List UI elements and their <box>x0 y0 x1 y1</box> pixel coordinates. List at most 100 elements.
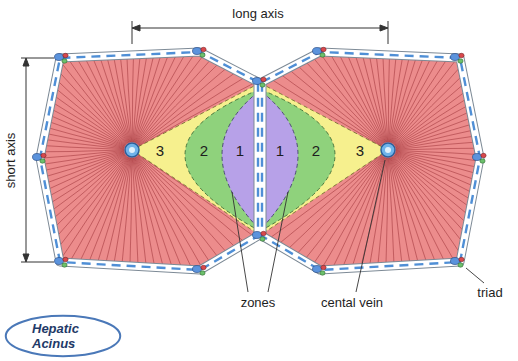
sinusoid-line <box>396 152 518 213</box>
sinusoid-line <box>388 158 396 361</box>
short-axis-dimension <box>21 58 54 262</box>
bile-duct <box>260 237 265 241</box>
bile-duct <box>40 159 45 163</box>
bile-duct <box>480 159 485 163</box>
sinusoid-line <box>395 154 518 258</box>
hepatic-artery <box>481 153 486 157</box>
sinusoid-line <box>395 56 518 146</box>
zone-2 <box>262 90 335 230</box>
sinusoid-line <box>61 0 130 142</box>
hepatic-artery <box>201 265 206 269</box>
zone-1 <box>262 92 298 228</box>
sinusoid-line <box>124 158 132 361</box>
hepatic-artery <box>321 265 326 269</box>
portal-triad <box>313 47 327 57</box>
sinusoid-line <box>396 148 518 150</box>
hepatic-artery <box>459 257 464 261</box>
sinusoid-line <box>389 158 412 361</box>
sinusoid-line <box>380 158 388 361</box>
leader-line <box>232 160 484 292</box>
bile-duct <box>200 53 205 57</box>
hepatic-artery <box>63 53 68 57</box>
callout-label: cental vein <box>321 295 383 310</box>
sinusoid-line <box>396 102 518 148</box>
hepatic-artery <box>261 231 266 235</box>
bile-duct <box>458 263 463 267</box>
sinusoid-line <box>0 151 124 182</box>
sinusoid-line <box>0 0 127 144</box>
sinusoid-line <box>3 157 127 341</box>
bile-duct <box>458 59 463 63</box>
title-ellipse: Hepatic Acinus <box>4 314 122 358</box>
hepatic-artery <box>63 257 68 261</box>
sinusoid-line <box>133 158 156 361</box>
sinusoid-line <box>394 15 518 145</box>
portal-triad <box>473 153 487 163</box>
sinusoid-line <box>0 0 127 144</box>
sinusoid-line <box>0 154 125 258</box>
bile-duct <box>200 271 205 275</box>
sinusoid-line <box>394 0 518 144</box>
bile-duct <box>320 271 325 275</box>
sinusoid-line <box>0 150 124 152</box>
portal-triad <box>55 53 69 63</box>
long-axis-dimension <box>132 21 388 44</box>
sinusoid-line <box>3 0 127 143</box>
portal-triad <box>193 47 207 57</box>
sinusoid-line <box>394 156 518 310</box>
central-vein <box>125 143 395 157</box>
sinusoid-line <box>392 0 516 143</box>
portal-triad <box>55 257 69 267</box>
sinusoid-line <box>0 156 126 310</box>
sinusoid-line <box>0 0 126 144</box>
sinusoid-line <box>17 0 128 143</box>
sinusoid-line <box>389 158 428 361</box>
hepatic-artery <box>459 53 464 57</box>
sinusoid-line <box>0 15 126 145</box>
zone-3 <box>262 84 388 234</box>
portal-triad <box>313 265 327 275</box>
sinusoid-line <box>392 157 516 341</box>
zone-2 <box>185 90 258 230</box>
callout-label: zones <box>241 295 276 310</box>
triads <box>33 47 487 275</box>
portal-triad <box>253 77 267 87</box>
hepatic-artery <box>201 47 206 51</box>
zone-number: 2 <box>312 143 320 158</box>
sinusoid-line <box>0 155 126 298</box>
hepatic-artery <box>321 47 326 51</box>
lobule-border <box>40 52 480 270</box>
sinusoid-line <box>0 118 124 149</box>
portal-triad <box>193 265 207 275</box>
sinusoid-line <box>133 0 172 142</box>
portal-triad <box>451 53 465 63</box>
sinusoid-line <box>0 71 124 147</box>
sinusoid-line <box>392 157 503 349</box>
zone-number: 3 <box>156 143 164 158</box>
sinusoid-line <box>133 158 172 361</box>
sinusoid-line <box>124 0 132 142</box>
sinusoid-line <box>132 158 140 361</box>
portal-triad <box>33 153 47 163</box>
bile-duct <box>320 53 325 57</box>
bile-duct <box>62 263 67 267</box>
sinusoid-line <box>0 156 127 321</box>
portal-triad <box>451 257 465 267</box>
sinusoid-line <box>395 28 518 146</box>
zone-3 <box>132 84 258 234</box>
sinusoid-line <box>0 28 125 146</box>
sinusoid-line <box>393 156 518 331</box>
bile-duct <box>62 59 67 63</box>
sinusoid-line <box>0 152 124 198</box>
sinusoid-line <box>395 153 518 243</box>
axis-label: short axis <box>4 132 19 188</box>
sinusoid-line <box>0 151 124 166</box>
sinusoid-line <box>396 118 518 149</box>
acinus-title: Hepatic Acinus <box>32 321 94 351</box>
sinusoid-line <box>380 0 388 142</box>
portal-triad <box>253 231 267 241</box>
bile-duct <box>260 83 265 87</box>
sinusoid-line <box>396 71 518 147</box>
axis-label: long axis <box>232 6 283 21</box>
